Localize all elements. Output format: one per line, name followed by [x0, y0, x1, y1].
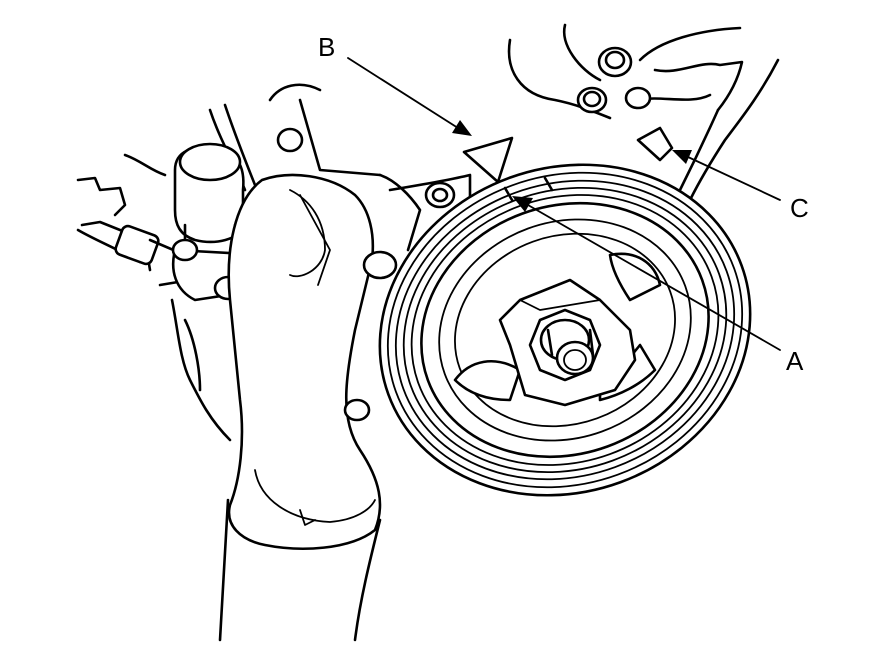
engine-block-outline	[268, 23, 780, 252]
callout-label-b: B	[318, 32, 335, 62]
callout-leader-c	[672, 150, 781, 201]
water-outlet-housing	[227, 173, 398, 550]
lower-hose	[170, 298, 382, 642]
crankshaft-pulley	[378, 163, 752, 497]
mount-bolts-upper	[276, 46, 652, 209]
timing-mark-triangle	[462, 136, 514, 184]
callout-leader-a	[512, 196, 781, 351]
timing-mark-square	[636, 126, 674, 162]
callout-label-c: C	[790, 193, 809, 223]
callout-leader-b	[347, 57, 472, 136]
callout-label-a: A	[786, 346, 804, 376]
